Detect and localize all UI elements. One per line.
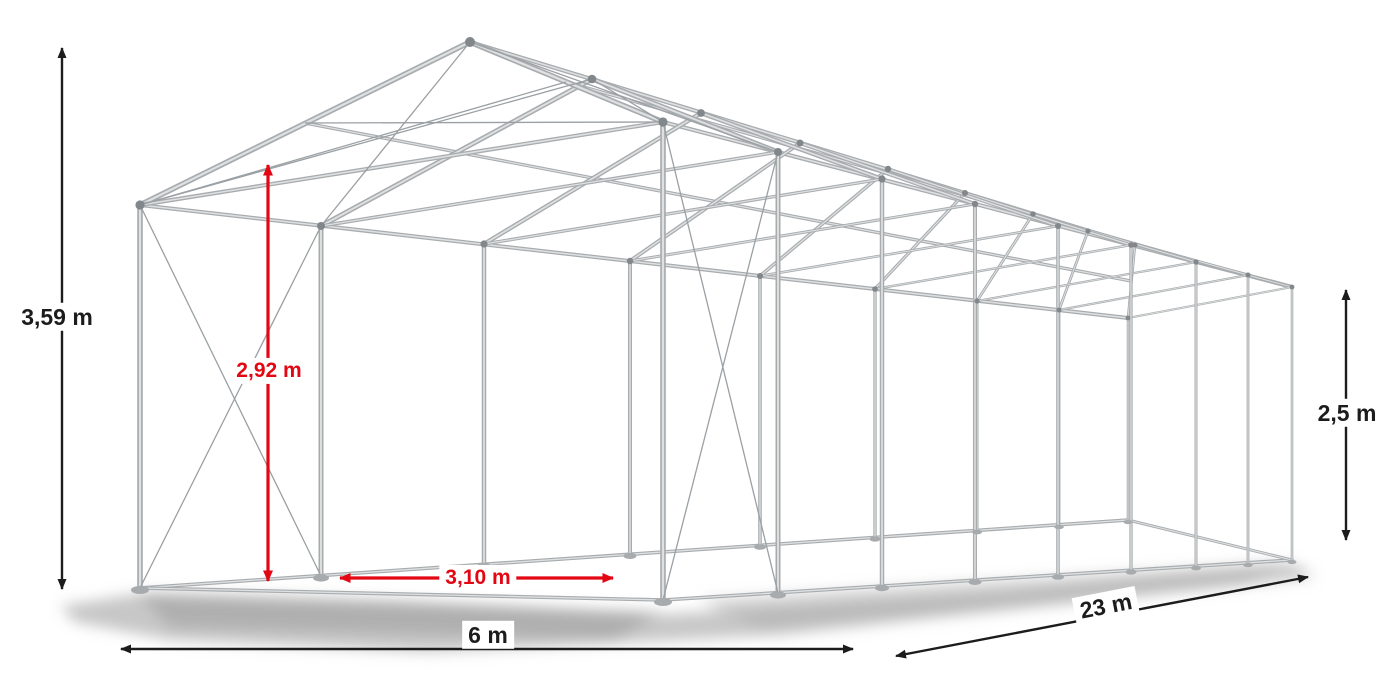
side-height-label: 2,5 m xyxy=(1311,398,1383,428)
entrance-width-label: 3,10 m xyxy=(439,564,517,592)
portal-frame xyxy=(628,141,977,582)
total-height-label: 3,59 m xyxy=(15,302,99,332)
width-label: 6 m xyxy=(462,620,514,650)
connector-fittings xyxy=(135,37,1295,321)
portal-frame xyxy=(758,167,1060,577)
portal-frame xyxy=(318,76,781,596)
clearance-height-label: 2,92 m xyxy=(230,357,308,385)
dimension-arrows xyxy=(57,47,1351,659)
portal-frame xyxy=(481,110,885,589)
portal-frames xyxy=(137,39,1294,603)
bracing-cables xyxy=(139,41,779,601)
